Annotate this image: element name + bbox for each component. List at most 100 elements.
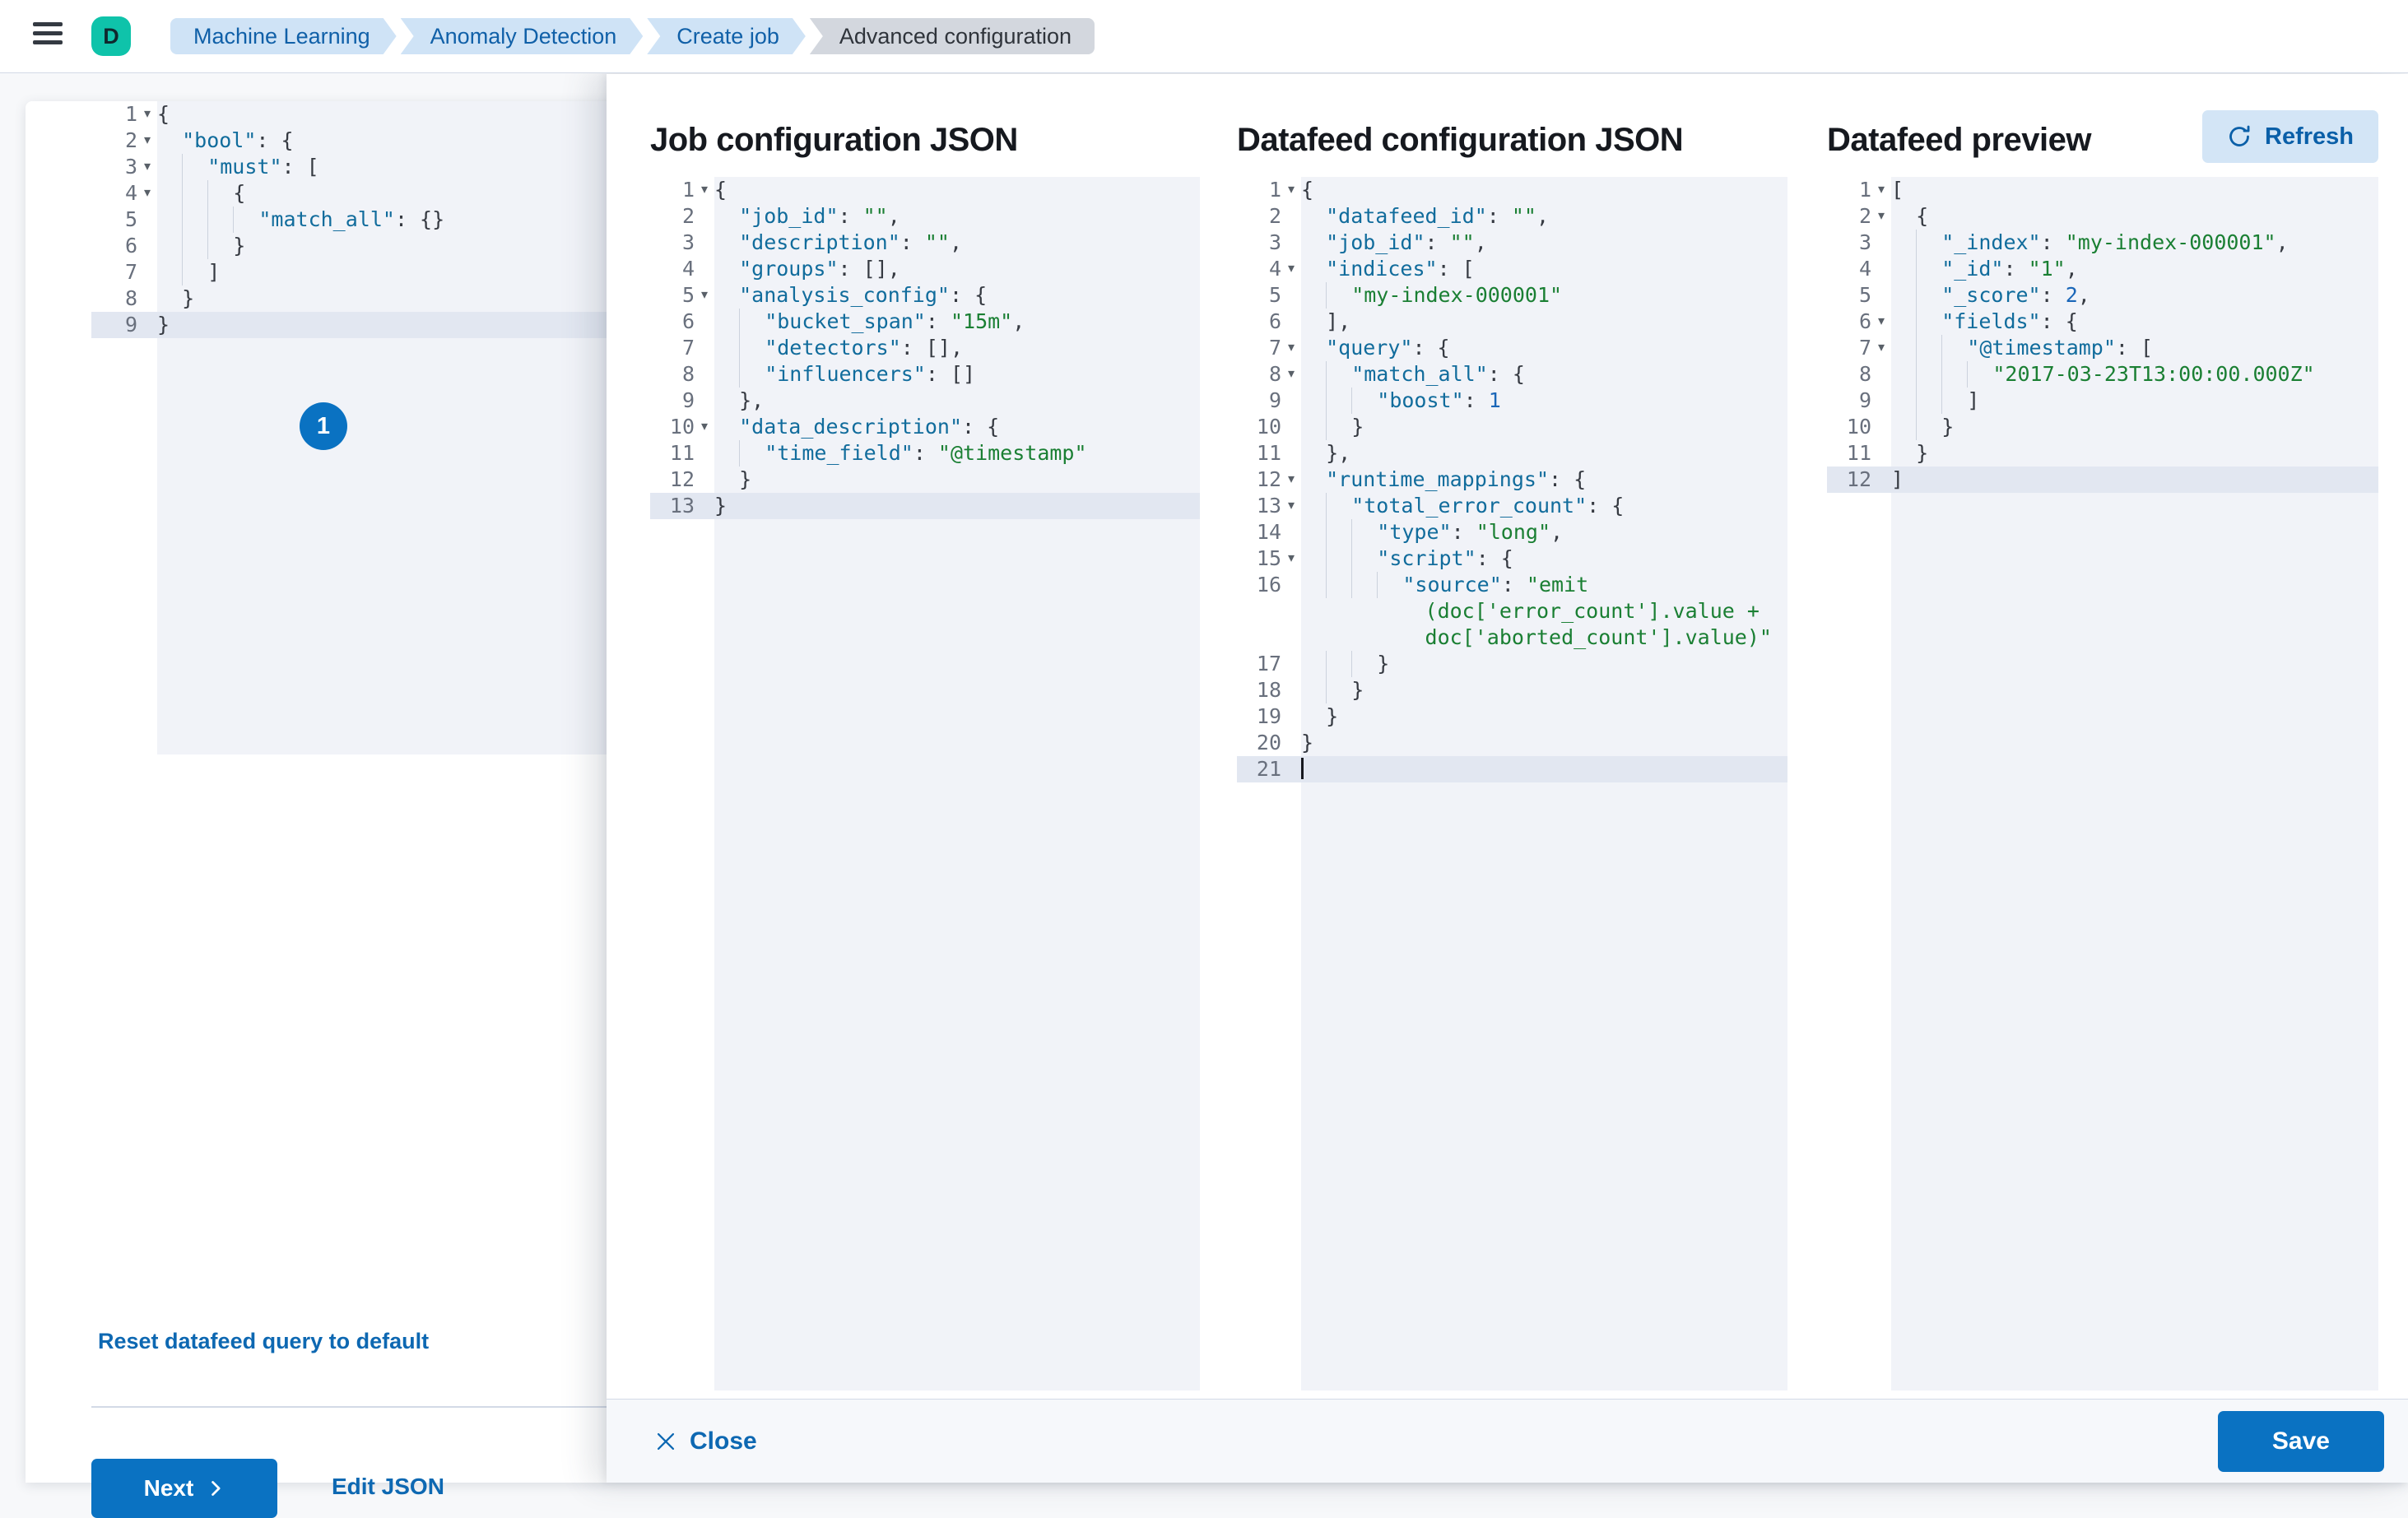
code-line[interactable]: 1▾[ [1827,177,2378,203]
code-token: : [], [838,257,900,281]
code-line[interactable]: 2▾"bool": { [91,128,632,154]
code-line[interactable]: 6], [1237,309,1787,335]
fold-arrow-icon[interactable]: ▾ [1877,209,1885,223]
fold-arrow-icon[interactable]: ▾ [1877,183,1885,197]
code-line[interactable]: 6"bucket_span": "15m", [650,309,1200,335]
datafeed-config-editor[interactable]: 1▾{2"datafeed_id": "",3"job_id": "",4▾"i… [1237,177,1787,1390]
code-line[interactable]: 9} [91,312,632,338]
code-line[interactable]: 10▾"data_description": { [650,414,1200,440]
code-line[interactable]: 2"datafeed_id": "", [1237,203,1787,230]
code-line[interactable]: 12} [650,467,1200,493]
code-line[interactable]: 17} [1237,651,1787,677]
code-line[interactable]: 7▾"@timestamp": [ [1827,335,2378,361]
code-line[interactable]: 10} [1827,414,2378,440]
code-line[interactable]: 1▾{ [650,177,1200,203]
code-line[interactable]: 8"2017-03-23T13:00:00.000Z" [1827,361,2378,388]
code-line[interactable]: 1▾{ [91,101,632,128]
reset-datafeed-query-link[interactable]: Reset datafeed query to default [98,1329,430,1353]
refresh-button[interactable]: Refresh [2202,110,2378,163]
step-1-indicator[interactable]: 1 [300,402,347,450]
code-line[interactable]: 8"influencers": [] [650,361,1200,388]
code-line[interactable]: 20} [1237,730,1787,756]
code-line[interactable]: doc['aborted_count'].value)" [1237,624,1787,651]
code-line[interactable]: 12] [1827,467,2378,493]
code-line[interactable]: 21 [1237,756,1787,782]
code-line[interactable]: 8} [91,285,632,312]
code-line[interactable]: 16"source": "emit [1237,572,1787,598]
fold-arrow-icon[interactable]: ▾ [1877,341,1885,355]
code-line[interactable]: 13} [650,493,1200,519]
code-line[interactable]: 3"job_id": "", [1237,230,1787,256]
fold-arrow-icon[interactable]: ▾ [1287,551,1295,565]
code-line[interactable]: 4▾{ [91,180,632,207]
code-line[interactable]: 9}, [650,388,1200,414]
code-line[interactable]: 6} [91,233,632,259]
fold-arrow-icon[interactable]: ▾ [700,183,709,197]
indent-guide [1326,677,1351,703]
code-content: doc['aborted_count'].value)" [1301,624,1787,651]
code-line[interactable]: 14"type": "long", [1237,519,1787,545]
save-button[interactable]: Save [2217,1410,2384,1472]
job-config-editor[interactable]: 1▾{2"job_id": "",3"description": "",4"gr… [650,177,1200,1390]
code-line[interactable]: 3"description": "", [650,230,1200,256]
edit-json-link[interactable]: Edit JSON [332,1474,444,1499]
breadcrumb-create-job[interactable]: Create job [647,18,806,54]
code-line[interactable]: 15▾"script": { [1237,545,1787,572]
code-line[interactable]: 12▾"runtime_mappings": { [1237,467,1787,493]
fold-arrow-icon[interactable]: ▾ [1287,341,1295,355]
close-button[interactable]: Close [650,1427,762,1456]
fold-arrow-icon[interactable]: ▾ [143,107,151,121]
fold-arrow-icon[interactable]: ▾ [1287,183,1295,197]
fold-arrow-icon[interactable]: ▾ [1287,472,1295,486]
code-line[interactable]: 5"my-index-000001" [1237,282,1787,309]
fold-arrow-icon[interactable]: ▾ [700,288,709,302]
fold-arrow-icon[interactable]: ▾ [1287,367,1295,381]
code-line[interactable]: 11}, [1237,440,1787,467]
code-line[interactable]: 6▾"fields": { [1827,309,2378,335]
code-line[interactable]: 10} [1237,414,1787,440]
code-line[interactable]: 11"time_field": "@timestamp" [650,440,1200,467]
code-line[interactable]: 4"_id": "1", [1827,256,2378,282]
fold-arrow-icon[interactable]: ▾ [143,186,151,200]
code-line[interactable]: 7] [91,259,632,285]
code-line[interactable]: 7▾"query": { [1237,335,1787,361]
avatar[interactable]: D [91,16,131,56]
code-line[interactable]: 2▾{ [1827,203,2378,230]
code-line[interactable]: 3"_index": "my-index-000001", [1827,230,2378,256]
menu-icon[interactable] [33,22,63,50]
code-line[interactable]: 8▾"match_all": { [1237,361,1787,388]
code-line[interactable]: 4▾"indices": [ [1237,256,1787,282]
indent-guide [1916,230,1941,256]
code-line[interactable]: 5"_score": 2, [1827,282,2378,309]
code-line[interactable]: 5"match_all": {} [91,207,632,233]
fold-arrow-icon[interactable]: ▾ [1287,499,1295,513]
refresh-icon [2229,125,2250,146]
fold-arrow-icon[interactable]: ▾ [1877,314,1885,328]
code-line[interactable]: 19} [1237,703,1787,730]
breadcrumb-machine-learning[interactable]: Machine Learning [170,18,397,54]
code-line[interactable]: 7"detectors": [], [650,335,1200,361]
fold-arrow-icon[interactable]: ▾ [1287,262,1295,276]
code-line[interactable]: (doc['error_count'].value + [1237,598,1787,624]
code-token: , [2077,283,2090,307]
fold-arrow-icon[interactable]: ▾ [700,420,709,434]
fold-arrow-icon[interactable]: ▾ [143,160,151,174]
code-line[interactable]: 5▾"analysis_config": { [650,282,1200,309]
line-number: 10 [669,415,695,439]
code-line[interactable]: 9"boost": 1 [1237,388,1787,414]
indent-guide [207,180,233,207]
code-line[interactable]: 4"groups": [], [650,256,1200,282]
code-line[interactable]: 13▾"total_error_count": { [1237,493,1787,519]
next-button[interactable]: Next [91,1459,277,1518]
breadcrumb-anomaly-detection[interactable]: Anomaly Detection [401,18,644,54]
datafeed-preview-editor[interactable]: 1▾[2▾{3"_index": "my-index-000001",4"_id… [1827,177,2378,1390]
code-line[interactable]: 3▾"must": [ [91,154,632,180]
code-line[interactable]: 18} [1237,677,1787,703]
elasticsearch-query-editor[interactable]: 1▾{2▾"bool": {3▾"must": [4▾{5"match_all"… [91,101,632,754]
code-line[interactable]: 11} [1827,440,2378,467]
code-line[interactable]: 9] [1827,388,2378,414]
code-line[interactable]: 1▾{ [1237,177,1787,203]
fold-slot [695,388,714,414]
code-line[interactable]: 2"job_id": "", [650,203,1200,230]
fold-arrow-icon[interactable]: ▾ [143,133,151,147]
